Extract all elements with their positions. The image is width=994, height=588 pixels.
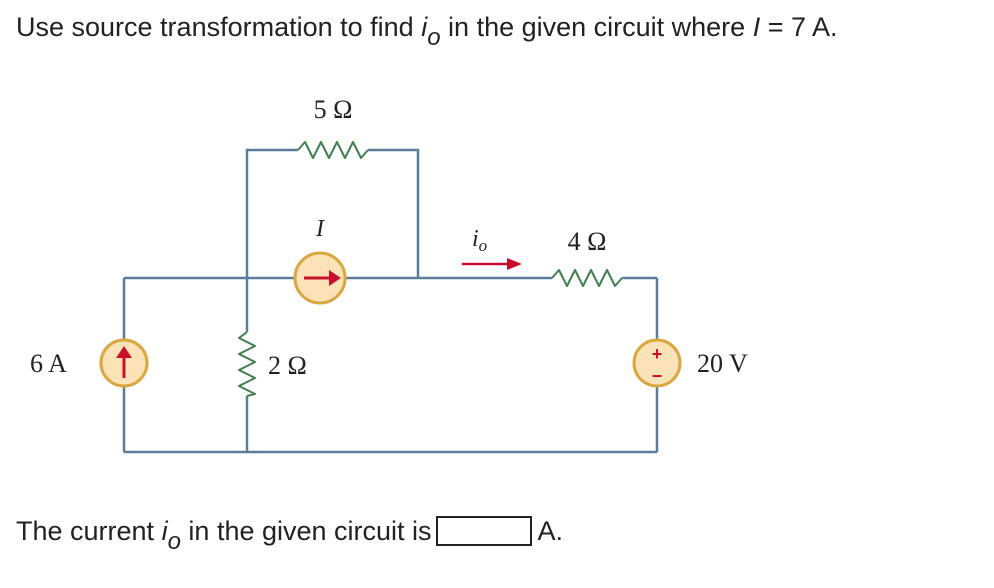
question-text: Use source transformation to find io in … [16,12,838,50]
label-4ohm: 4 Ω [568,227,607,256]
label-5ohm: 5 Ω [314,95,353,124]
voltage-source-20v: + − [632,338,682,388]
resistor-2ohm [238,331,256,397]
plus-sign: + [652,344,663,364]
label-io-sub: o [479,236,488,255]
question-suffix: = 7 A. [760,12,838,42]
question-var-I: I [752,12,761,42]
current-source-6a [99,338,149,388]
wires [122,148,659,454]
resistor-5ohm [297,141,369,159]
label-20v: 20 V [697,349,748,378]
label-io-var: i [472,226,479,252]
label-2ohm: 2 Ω [268,351,307,380]
answer-prefix: The current [16,516,162,546]
answer-input[interactable] [435,516,532,546]
minus-sign: − [652,366,663,386]
label-6a: 6 A [30,349,67,378]
answer-middle: in the given circuit is [180,516,432,546]
wire-top-loop [245,148,420,278]
question-var-sub: o [427,24,441,51]
label-current-I: I [315,216,325,242]
question-middle: in the given circuit where [440,12,753,42]
question-prefix: Use source transformation to find [16,12,422,42]
io-arrow [462,258,522,270]
resistor-4ohm [551,269,623,287]
current-source-I [293,251,347,305]
label-io: io [472,226,487,255]
answer-line: The current io in the given circuit is A. [16,516,564,554]
answer-var-i: i [161,516,168,546]
question-var-i: i [421,12,428,42]
answer-unit: A. [537,516,564,546]
answer-var-sub: o [167,528,181,555]
